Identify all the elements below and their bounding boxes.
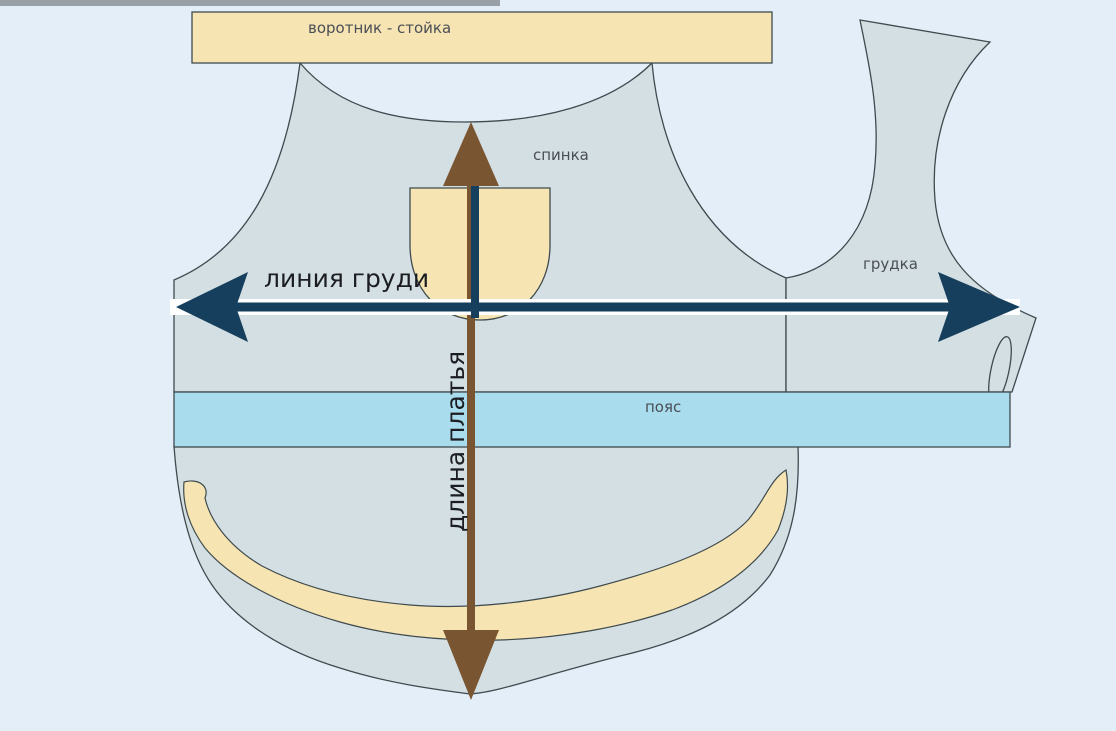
back-label: спинка [533, 146, 589, 164]
arrowhead-right-icon [938, 272, 1020, 342]
skirt-lining-band [183, 469, 789, 641]
arrowhead-up-icon [443, 122, 499, 186]
belt-piece [173, 391, 1011, 448]
dress-length-label: длина платья [441, 351, 470, 532]
bust-line-arrow [170, 272, 1020, 342]
collar-piece [191, 11, 773, 64]
arrowhead-left-icon [176, 272, 248, 342]
bust-line-label: линия груди [264, 264, 429, 293]
top-edge-strip [0, 0, 500, 6]
pocket-piece [409, 187, 551, 321]
front-label: грудка [863, 255, 918, 273]
arrowhead-down-icon [443, 630, 499, 700]
collar-label: воротник - стойка [308, 19, 451, 37]
front-bodice-piece [785, 19, 1037, 393]
belt-label: пояс [645, 398, 681, 416]
